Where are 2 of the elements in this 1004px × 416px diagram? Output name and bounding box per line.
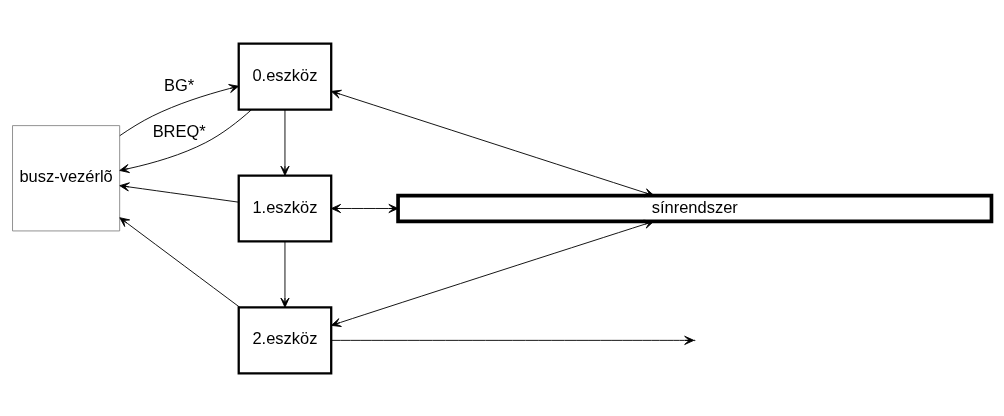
edge-label: BREQ* bbox=[152, 121, 206, 140]
edge-label: BG* bbox=[164, 75, 195, 94]
